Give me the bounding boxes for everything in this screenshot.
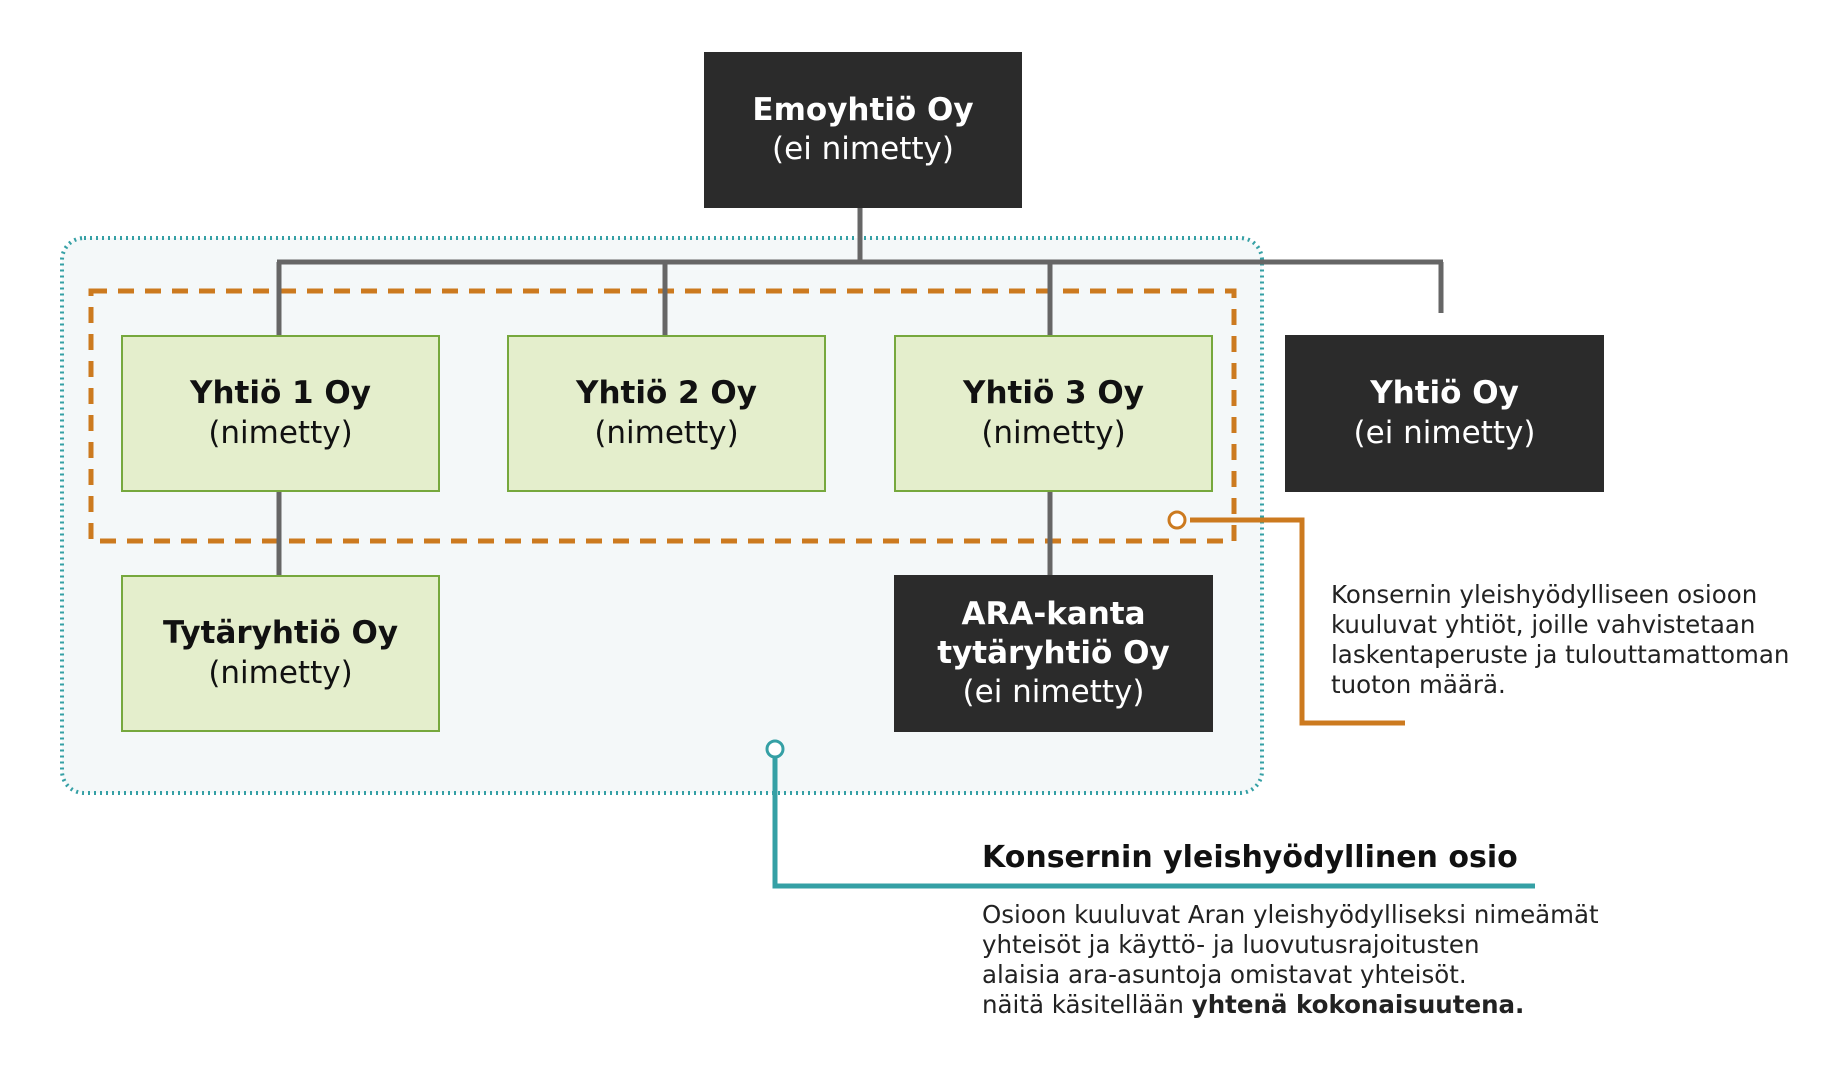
company-3-box: Yhtiö 3 Oy (nimetty) bbox=[894, 335, 1213, 492]
company-2-status: (nimetty) bbox=[594, 414, 739, 451]
teal-callout-line: yhteisöt ja käyttö- ja luovutusrajoitust… bbox=[982, 930, 1480, 959]
teal-callout-marker bbox=[765, 739, 785, 759]
company-2-box: Yhtiö 2 Oy (nimetty) bbox=[507, 335, 826, 492]
orange-callout-line: laskentaperuste ja tulouttamattoman bbox=[1331, 640, 1790, 669]
parent-company-title: Emoyhtiö Oy bbox=[752, 91, 974, 128]
company-1-title: Yhtiö 1 Oy bbox=[190, 375, 371, 412]
teal-callout-line: alaisia ara-asuntoja omistavat yhteisöt. bbox=[982, 960, 1467, 989]
company-3-status: (nimetty) bbox=[981, 414, 1126, 451]
parent-company-box: Emoyhtiö Oy (ei nimetty) bbox=[704, 52, 1022, 208]
teal-callout-heading: Konsernin yleishyödyllinen osio bbox=[982, 840, 1518, 875]
teal-callout-leader bbox=[765, 739, 1535, 889]
other-company-title: Yhtiö Oy bbox=[1370, 375, 1519, 412]
ara-subsidiary-box: ARA-kanta tytäryhtiö Oy (ei nimetty) bbox=[894, 575, 1213, 732]
ara-subsidiary-title-line2: tytäryhtiö Oy bbox=[937, 634, 1170, 671]
teal-callout-line: Osioon kuuluvat Aran yleishyödylliseksi … bbox=[982, 900, 1599, 929]
orange-callout-leader bbox=[1167, 510, 1405, 726]
orange-callout-marker bbox=[1167, 510, 1187, 530]
subsidiary-box: Tytäryhtiö Oy (nimetty) bbox=[121, 575, 440, 732]
company-1-box: Yhtiö 1 Oy (nimetty) bbox=[121, 335, 440, 492]
company-1-status: (nimetty) bbox=[208, 414, 353, 451]
orange-callout-text: Konsernin yleishyödylliseen osioon kuulu… bbox=[1331, 580, 1831, 700]
subsidiary-title: Tytäryhtiö Oy bbox=[162, 615, 399, 652]
teal-callout-text: Osioon kuuluvat Aran yleishyödylliseksi … bbox=[982, 900, 1742, 1020]
teal-callout-emphasis: yhtenä kokonaisuutena. bbox=[1191, 990, 1525, 1019]
org-connectors bbox=[276, 208, 1444, 575]
teal-callout-last-prefix: näitä käsitellään bbox=[982, 990, 1192, 1019]
parent-company-status: (ei nimetty) bbox=[772, 131, 954, 167]
ara-subsidiary-status: (ei nimetty) bbox=[962, 674, 1145, 711]
orange-callout-line: tuoton määrä. bbox=[1331, 670, 1506, 699]
orange-callout-line: kuuluvat yhtiöt, joille vahvistetaan bbox=[1331, 610, 1756, 639]
subsidiary-status: (nimetty) bbox=[208, 654, 353, 691]
orange-callout-line: Konsernin yleishyödylliseen osioon bbox=[1331, 580, 1758, 609]
other-company-box: Yhtiö Oy (ei nimetty) bbox=[1285, 335, 1604, 492]
company-3-title: Yhtiö 3 Oy bbox=[963, 375, 1144, 412]
ara-subsidiary-title-line1: ARA-kanta bbox=[961, 595, 1146, 632]
teal-callout-last-line: näitä käsitellään yhtenä kokonaisuutena. bbox=[982, 990, 1742, 1020]
company-2-title: Yhtiö 2 Oy bbox=[576, 375, 757, 412]
other-company-status: (ei nimetty) bbox=[1353, 414, 1536, 451]
